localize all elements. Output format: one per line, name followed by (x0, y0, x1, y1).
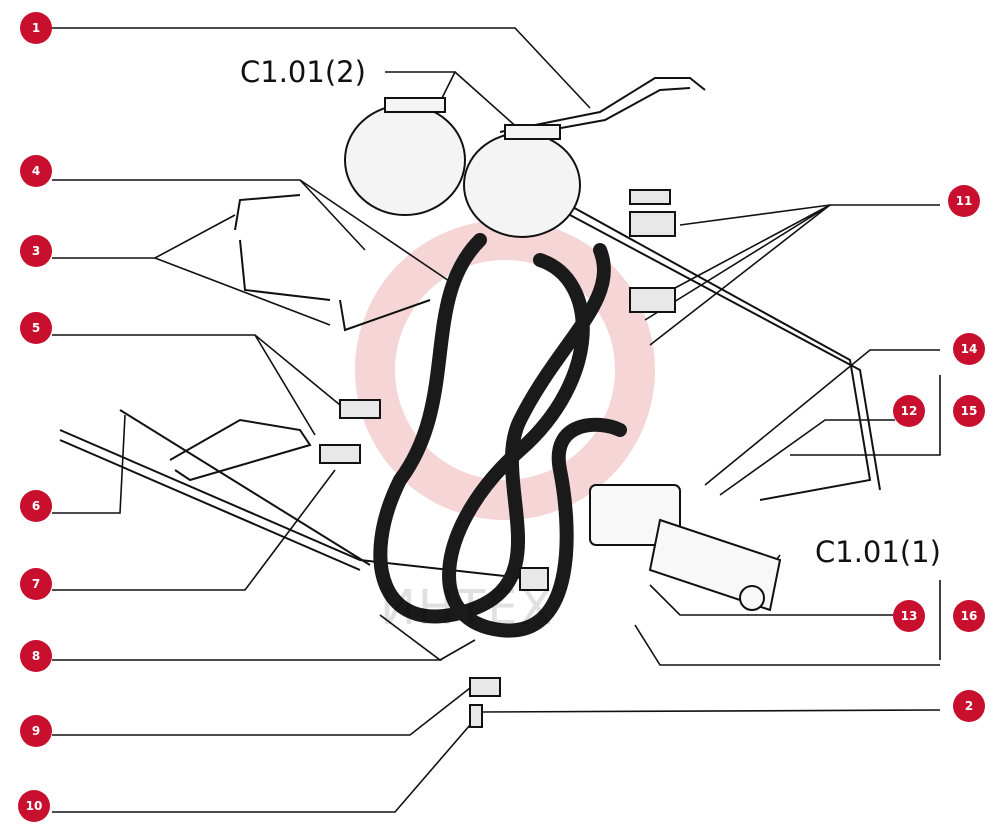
clamp-block (629, 211, 676, 237)
callout-4[interactable]: 4 (20, 155, 52, 187)
callout-7[interactable]: 7 (20, 568, 52, 600)
rubber-hoses (373, 233, 627, 638)
callout-12[interactable]: 12 (893, 395, 925, 427)
leader-4b (299, 179, 456, 286)
pipe-3-upper (234, 194, 301, 231)
leader-9 (52, 687, 471, 736)
leader-11d (649, 204, 831, 346)
chamber-right (463, 132, 581, 238)
leader-1 (52, 27, 591, 109)
tee-5a (339, 399, 381, 419)
clamp-lower (629, 287, 676, 313)
pipe-6-inner (59, 439, 361, 571)
callout-9[interactable]: 9 (20, 715, 52, 747)
brake-chambers (344, 97, 581, 238)
chamber-bracket-left (384, 97, 446, 113)
callout-15[interactable]: 15 (953, 395, 985, 427)
assembly-label-c101-1: C1.01(1) (815, 535, 941, 569)
callout-6[interactable]: 6 (20, 490, 52, 522)
leader-2 (479, 709, 941, 713)
pipe-long-right (559, 199, 872, 501)
leader-6 (52, 414, 126, 514)
elbow-fitting (519, 567, 549, 591)
leader-c101-2b (454, 71, 521, 131)
chamber-left (344, 104, 466, 216)
clip-9 (469, 677, 501, 697)
leader-7 (52, 469, 336, 591)
callout-11[interactable]: 11 (948, 185, 980, 217)
bolt-2 (469, 704, 483, 728)
leader-12 (719, 419, 895, 496)
pipe-6 (59, 429, 541, 581)
leader-13 (649, 584, 895, 616)
chamber-bracket-right (504, 124, 561, 140)
callout-16[interactable]: 16 (953, 600, 985, 632)
callout-5[interactable]: 5 (20, 312, 52, 344)
callout-2[interactable]: 2 (953, 690, 985, 722)
leader-5a (52, 334, 341, 406)
valve-cap (739, 585, 765, 611)
pipe-1 (499, 77, 706, 133)
leader-bracket-12-15 (790, 375, 941, 456)
rod-7 (119, 409, 371, 566)
leader-8b (439, 639, 476, 661)
callout-3[interactable]: 3 (20, 235, 52, 267)
callout-10[interactable]: 10 (18, 790, 50, 822)
watermark-text: ИНТЕХ (380, 580, 555, 636)
leader-lines (52, 27, 941, 813)
valve-assembly (589, 484, 782, 612)
leader-10 (52, 724, 471, 813)
callout-1[interactable]: 1 (20, 12, 52, 44)
callout-13[interactable]: 13 (893, 600, 925, 632)
callout-14[interactable]: 14 (953, 333, 985, 365)
assembly-label-c101-2: C1.01(2) (240, 55, 366, 89)
leader-13b (634, 624, 940, 666)
leader-11b (674, 204, 831, 289)
callout-8[interactable]: 8 (20, 640, 52, 672)
leader-3b (154, 257, 331, 326)
pipe-long-right-inner (569, 214, 881, 491)
leader-14 (704, 349, 940, 486)
hose-b (442, 253, 627, 638)
pipe-3-lower (239, 239, 331, 301)
leader-4a (52, 179, 366, 251)
clamp-top (629, 189, 671, 205)
pipe-bend-left (169, 418, 312, 482)
fittings (319, 189, 676, 728)
leader-5b (254, 334, 316, 436)
tee-5b (319, 444, 361, 464)
watermark-emblem (355, 220, 655, 520)
pipe-4 (339, 299, 431, 332)
leader-3a (52, 214, 236, 259)
